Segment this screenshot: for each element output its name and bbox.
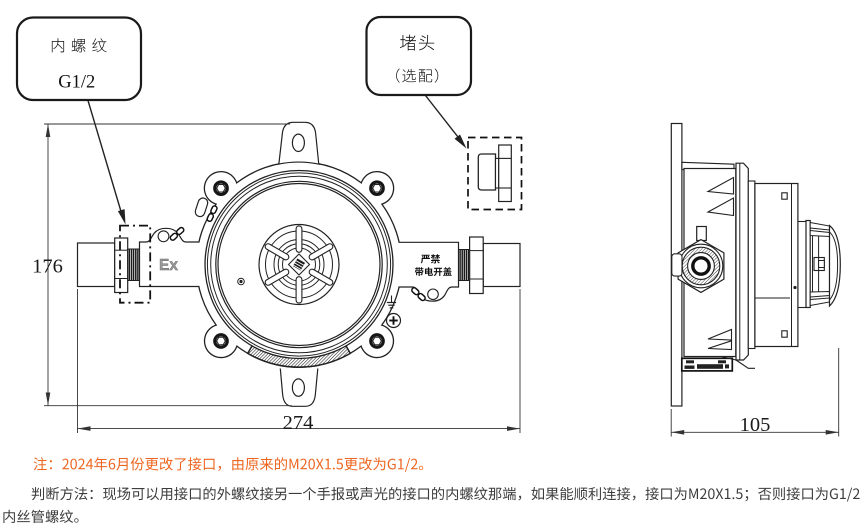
svg-text:105: 105 [740, 414, 771, 436]
svg-text:274: 274 [283, 412, 314, 434]
svg-text:Ex: Ex [159, 257, 178, 274]
svg-text:176: 176 [32, 255, 63, 277]
svg-text:G1/2: G1/2 [58, 73, 95, 93]
